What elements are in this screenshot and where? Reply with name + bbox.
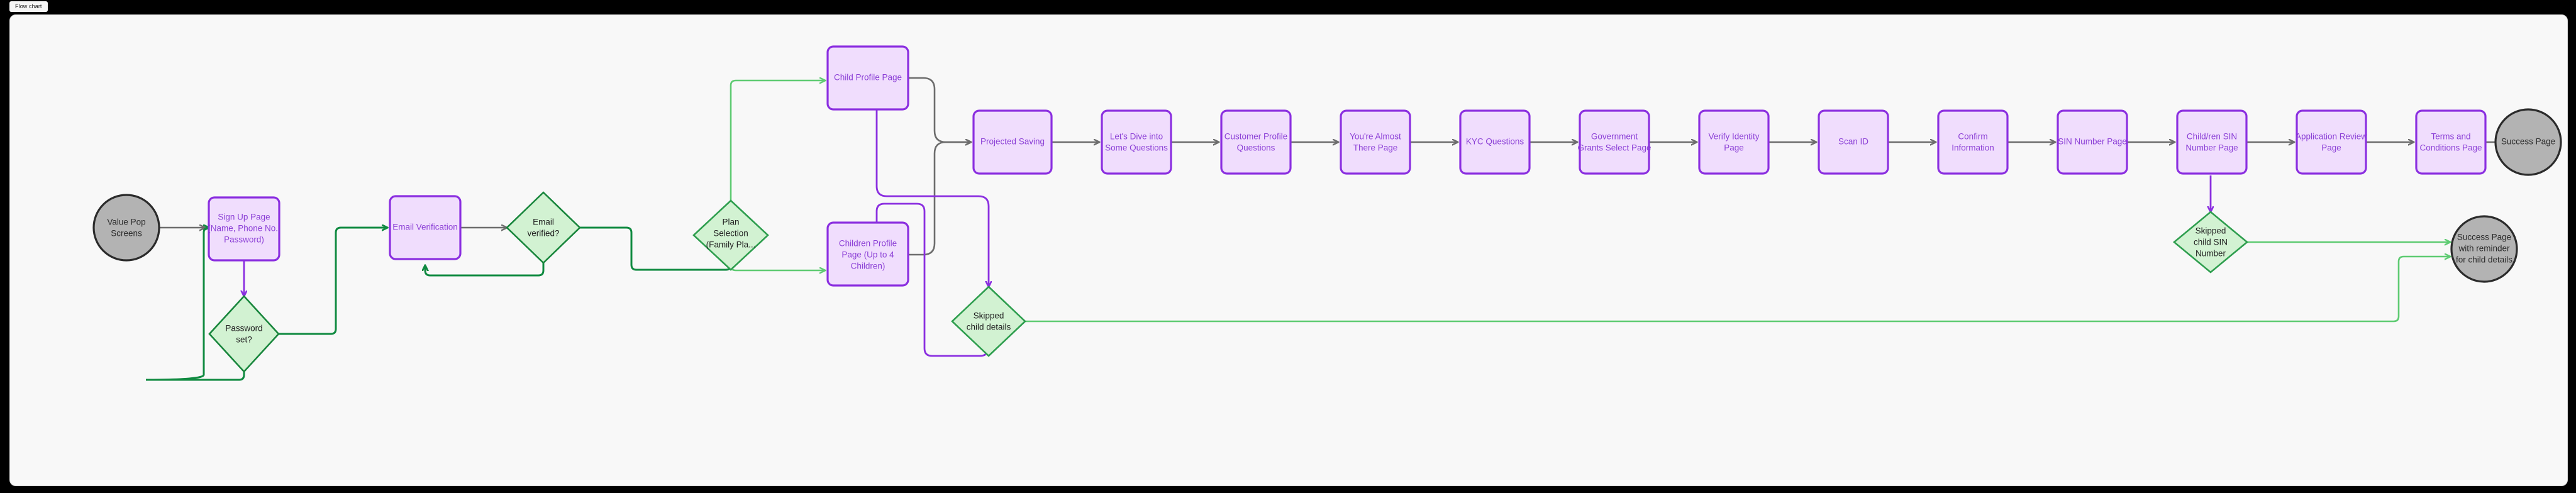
- node-customer-profile-questions[interactable]: Customer Profile Questions: [1220, 109, 1292, 175]
- edge-children-profile-to-skipped-child-details: [875, 202, 987, 357]
- edge-layer: [145, 77, 2526, 381]
- edge-plan-selection-to-children-profile: [730, 265, 825, 270]
- node-skipped-child-sin-number-decision[interactable]: Skipped child SIN Number: [2172, 211, 2249, 274]
- node-value-pop-screens[interactable]: Value Pop Screens: [92, 194, 160, 262]
- node-terms-and-conditions-page[interactable]: Terms and Conditions Page: [2415, 109, 2487, 175]
- node-skipped-child-details-decision[interactable]: Skipped child details: [951, 285, 1026, 357]
- node-password-set-decision[interactable]: Password set?: [208, 295, 280, 373]
- node-child-profile-page[interactable]: Child Profile Page: [826, 45, 909, 111]
- tab-bar: Flow chart: [0, 0, 2576, 14]
- node-confirm-information[interactable]: Confirm Information: [1937, 109, 2009, 175]
- node-projected-saving[interactable]: Projected Saving: [972, 109, 1053, 175]
- node-kyc-questions[interactable]: KYC Questions: [1459, 109, 1531, 175]
- node-email-verification[interactable]: Email Verification: [389, 195, 462, 260]
- edge-password-set-to-sign-up: [145, 228, 245, 381]
- node-application-review-page[interactable]: Application Review Page: [2296, 109, 2367, 175]
- flowchart-canvas[interactable]: Value Pop Screens Sign Up Page (Name, Ph…: [9, 14, 2568, 486]
- edge-child-profile-to-projected-saving: [908, 77, 971, 142]
- node-layer: Value Pop Screens Sign Up Page (Name, Ph…: [92, 45, 2562, 373]
- node-government-grants-select-page[interactable]: Government Grants Select Page: [1577, 109, 1652, 175]
- edge-children-profile-to-projected-saving: [908, 142, 971, 256]
- node-verify-identity-page[interactable]: Verify Identity Page: [1698, 109, 1770, 175]
- node-plan-selection-decision[interactable]: Plan Selection (Family Pla...: [692, 199, 769, 271]
- flowchart-svg: Value Pop Screens Sign Up Page (Name, Ph…: [92, 45, 2562, 381]
- edge-plan-selection-to-child-profile: [730, 80, 825, 201]
- node-success-page-with-reminder[interactable]: Success Page with reminder for child det…: [2450, 215, 2518, 283]
- tab-flow-chart[interactable]: Flow chart: [9, 1, 48, 12]
- node-sign-up-page[interactable]: Sign Up Page (Name, Phone No., Password): [208, 196, 280, 262]
- edge-email-verified-to-email-verification: [425, 263, 545, 277]
- edge-child-profile-to-skipped-child-details: [875, 109, 989, 287]
- edge-skipped-child-details-to-success-reminder: [1025, 257, 2450, 323]
- edge-password-set-to-email-verification: [277, 228, 387, 335]
- node-youre-almost-there-page[interactable]: You're Almost There Page: [1340, 109, 1411, 175]
- node-lets-dive-into-some-questions[interactable]: Let's Dive into Some Questions: [1101, 109, 1172, 175]
- node-success-page[interactable]: Success Page: [2494, 108, 2562, 176]
- node-scan-id[interactable]: Scan ID: [1818, 109, 1889, 175]
- node-children-profile-page[interactable]: Children Profile Page (Up to 4 Children): [826, 221, 909, 287]
- node-child-ren-sin-number-page[interactable]: Child/ren SIN Number Page: [2176, 109, 2248, 175]
- node-email-verified-decision[interactable]: Email verified?: [506, 191, 581, 264]
- node-sin-number-page[interactable]: SIN Number Page: [2057, 109, 2128, 175]
